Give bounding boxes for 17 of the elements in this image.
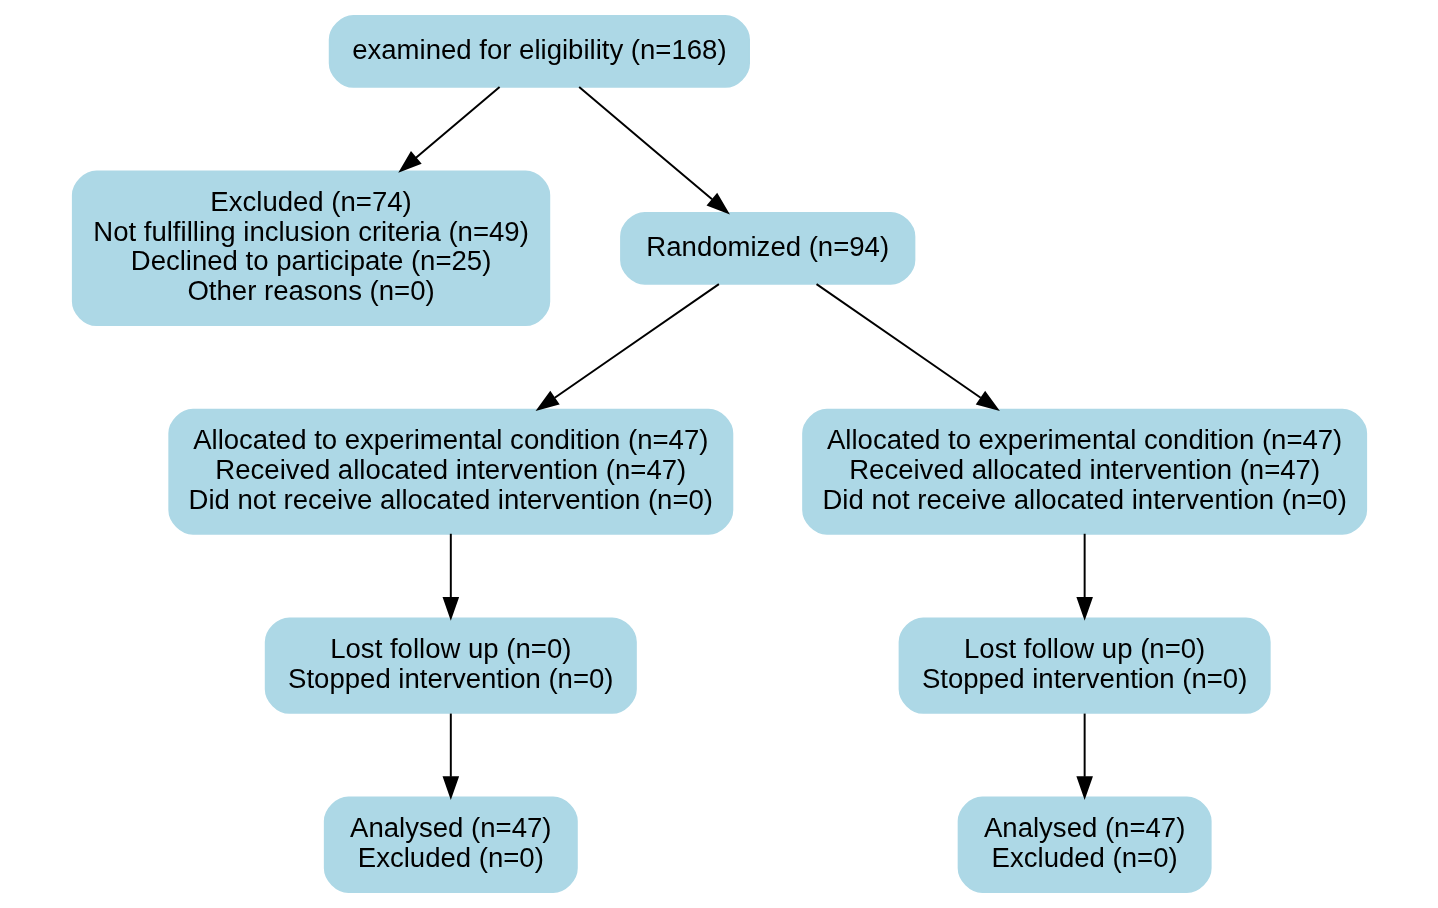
node-box: Analysed (n=47) Excluded (n=0) [957,796,1212,893]
arrow [1075,532,1093,621]
arrow [815,283,1000,412]
arrow [442,532,459,621]
arrow [397,86,501,173]
node-box: Lost follow up (n=0) Stopped intervention (n=0) [898,617,1271,714]
node-box: Excluded (n=74) Not fulfilling inclusion criteria (n=49) Declined to participate (n=25) Other reasons (n=0) [71,170,550,327]
node-box: Allocated to experimental condition (n=47) Received allocated intervention (n=47) Did not receive allocated intervention (n=0) [167,408,733,535]
arrow [1075,712,1093,801]
node-box: Randomized (n=94) [619,211,915,285]
node-box: Analysed (n=47) Excluded (n=0) [323,796,578,893]
node-box: examined for eligibility (n=168) [328,15,750,88]
arrow [442,712,459,801]
arrow [535,283,720,412]
node-box: Lost follow up (n=0) Stopped intervention (n=0) [264,617,637,714]
arrow [577,86,730,215]
node-box: Allocated to experimental condition (n=47) Received allocated intervention (n=47) Did not receive allocated intervention (n=0) [801,408,1367,535]
